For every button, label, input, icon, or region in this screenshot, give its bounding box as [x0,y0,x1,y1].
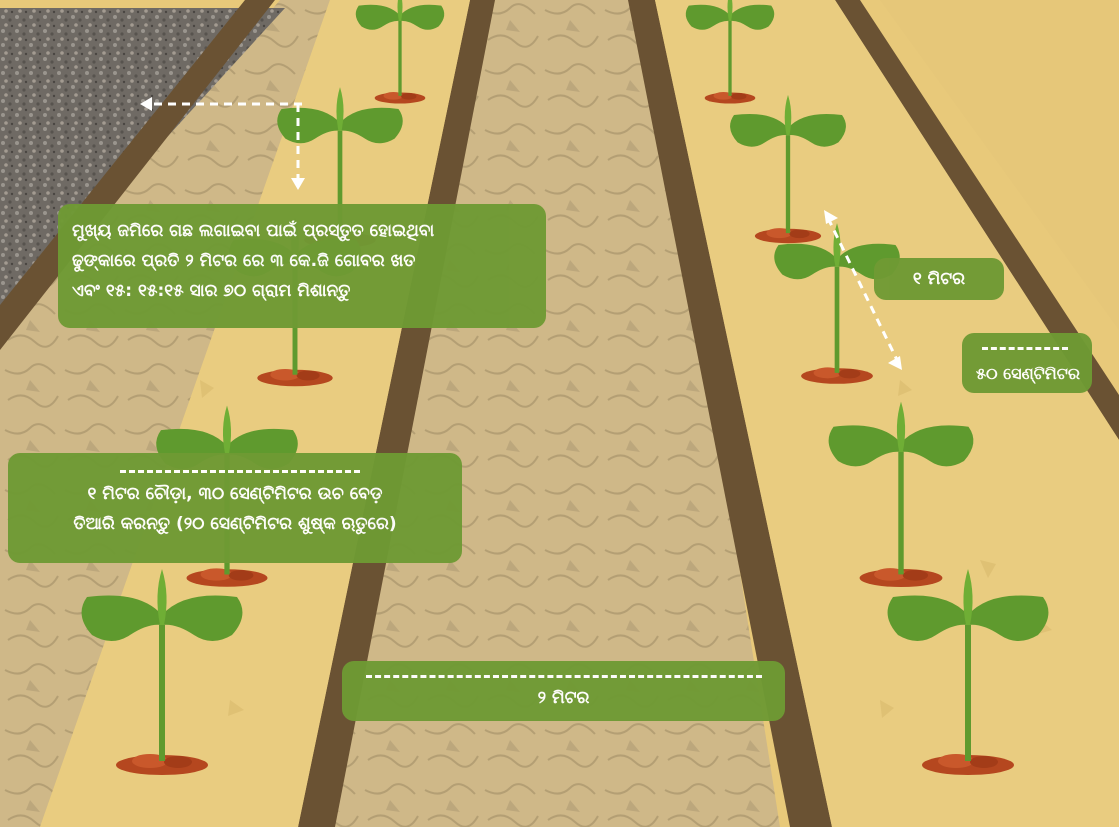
bed-edge-note: ୫୦ ସେଣ୍ଟିମିଟର [962,333,1092,393]
bed-edge-arrow [982,347,1068,350]
plant-spacing-text: ୧ ମିଟର [912,269,966,289]
bed-width-arrow [120,470,360,473]
diagonal-spacing-arrow [826,217,900,363]
bed-size-note-line-2: ତିଆରି କରନ୍ତୁ (୨୦ ସେଣ୍ଟିମିଟର ଶୁଷ୍କ ଋତୁରେ) [73,514,397,534]
main-field-note: ମୁଖ୍ୟ ଜମିରେ ଗଛ ଲଗାଇବା ପାଇଁ ପ୍ରସ୍ତୁତ ହୋଇଥ… [58,204,546,328]
main-field-note-line-3: ଏବଂ ୧୫: ୧୫:୧୫ ସାର ୭୦ ଗ୍ରାମ ମିଶାନ୍ତୁ [72,281,351,301]
row-gap-text: ୨ ମିଟର [537,688,590,708]
row-gap-note: ୨ ମିଟର [342,661,785,721]
arrow-heads [140,97,902,370]
row-gap-arrow [366,675,762,678]
main-field-note-line-1: ମୁଖ୍ୟ ଜମିରେ ଗଛ ଲଗାଇବା ପାଇଁ ପ୍ରସ୍ତୁତ ହୋଇଥ… [72,221,435,241]
bed-size-note-line-1: ୧ ମିଟର ଚୌଡ଼ା, ୩୦ ସେଣ୍ଟିମିଟର ଉଚ ବେଡ଼ [87,484,383,504]
bed-size-note: ୧ ମିଟର ଚୌଡ଼ା, ୩୦ ସେଣ୍ଟିମିଟର ଉଚ ବେଡ଼ ତିଆର… [8,453,462,563]
plant-spacing-note: ୧ ମିଟର [874,258,1004,300]
main-field-note-line-2: ଢୁଙ୍କାରେ ପ୍ରତି ୨ ମିଟର ରେ ୩ କେ.ଜି ଗୋବର ଖତ [72,251,416,271]
bed-edge-text: ୫୦ ସେଣ୍ଟିମିଟର [976,364,1080,383]
measure-arrows [148,102,900,363]
